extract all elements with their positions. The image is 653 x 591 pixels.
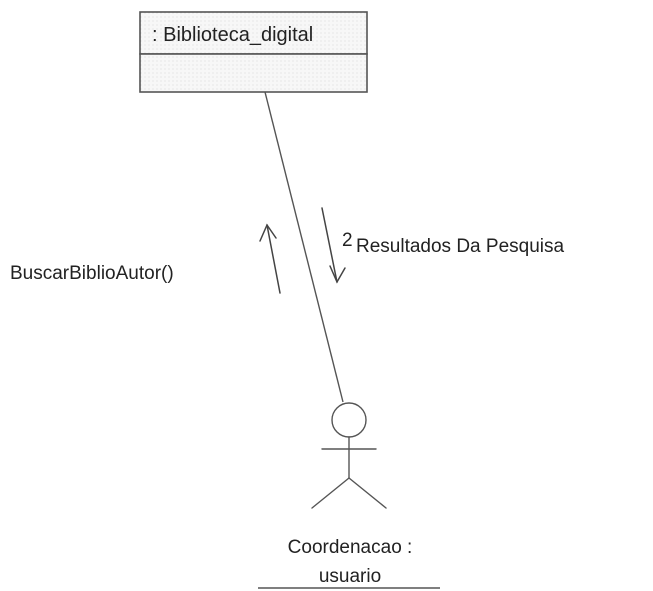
biblioteca-digital-object[interactable]: : Biblioteca_digital [139,11,368,93]
actor-label-line2: usuario [319,566,381,587]
actor-label-line1: Coordenacao : [288,537,413,558]
message-arrow-up [259,223,281,294]
message-arrow-down [321,207,346,284]
object-name-compartment [139,11,368,55]
actor-stick-figure[interactable] [311,402,387,509]
message-label-resultados: Resultados Da Pesquisa [356,236,564,257]
object-attribute-compartment [139,53,368,93]
actor-left-leg [311,477,350,509]
actor-head [331,402,367,438]
object-label: : Biblioteca_digital [152,24,313,46]
message-label-buscar: BuscarBiblioAutor() [10,263,174,284]
actor-right-leg [348,477,387,509]
association-link [264,91,344,403]
message-number-2: 2 [342,230,353,251]
